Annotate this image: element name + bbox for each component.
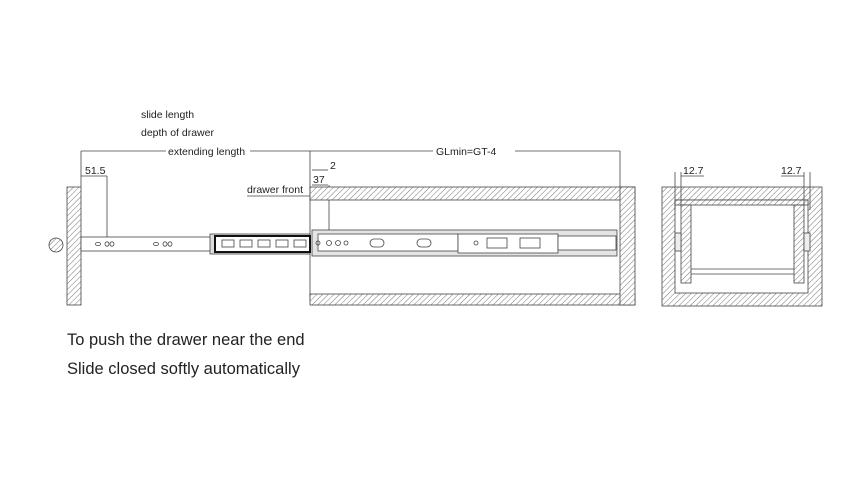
screw-head <box>48 237 64 253</box>
drawer-side-right <box>793 204 805 284</box>
drawer-front-label: drawer front <box>247 184 303 196</box>
depth-of-drawer-label: depth of drawer <box>141 127 214 139</box>
dim-12-7-left: 12.7 <box>683 165 704 177</box>
wall <box>66 186 82 306</box>
dim-37: 37 <box>313 174 325 186</box>
cabinet-bottom <box>309 293 636 306</box>
extending-length-label: extending length <box>168 146 245 158</box>
rail-holes <box>95 237 541 249</box>
cabinet-top <box>309 186 636 201</box>
cabinet-back <box>619 186 636 306</box>
caption-line-1: To push the drawer near the end <box>67 331 305 349</box>
dim-51-5: 51.5 <box>85 165 106 177</box>
slide-length-label: slide length <box>141 109 194 121</box>
dim-2: 2 <box>330 160 336 172</box>
drawer-side-left <box>680 204 692 284</box>
glmin-label: GLmin=GT-4 <box>436 146 497 158</box>
caption-line-2: Slide closed softly automatically <box>67 360 300 378</box>
dim-12-7-right: 12.7 <box>781 165 802 177</box>
